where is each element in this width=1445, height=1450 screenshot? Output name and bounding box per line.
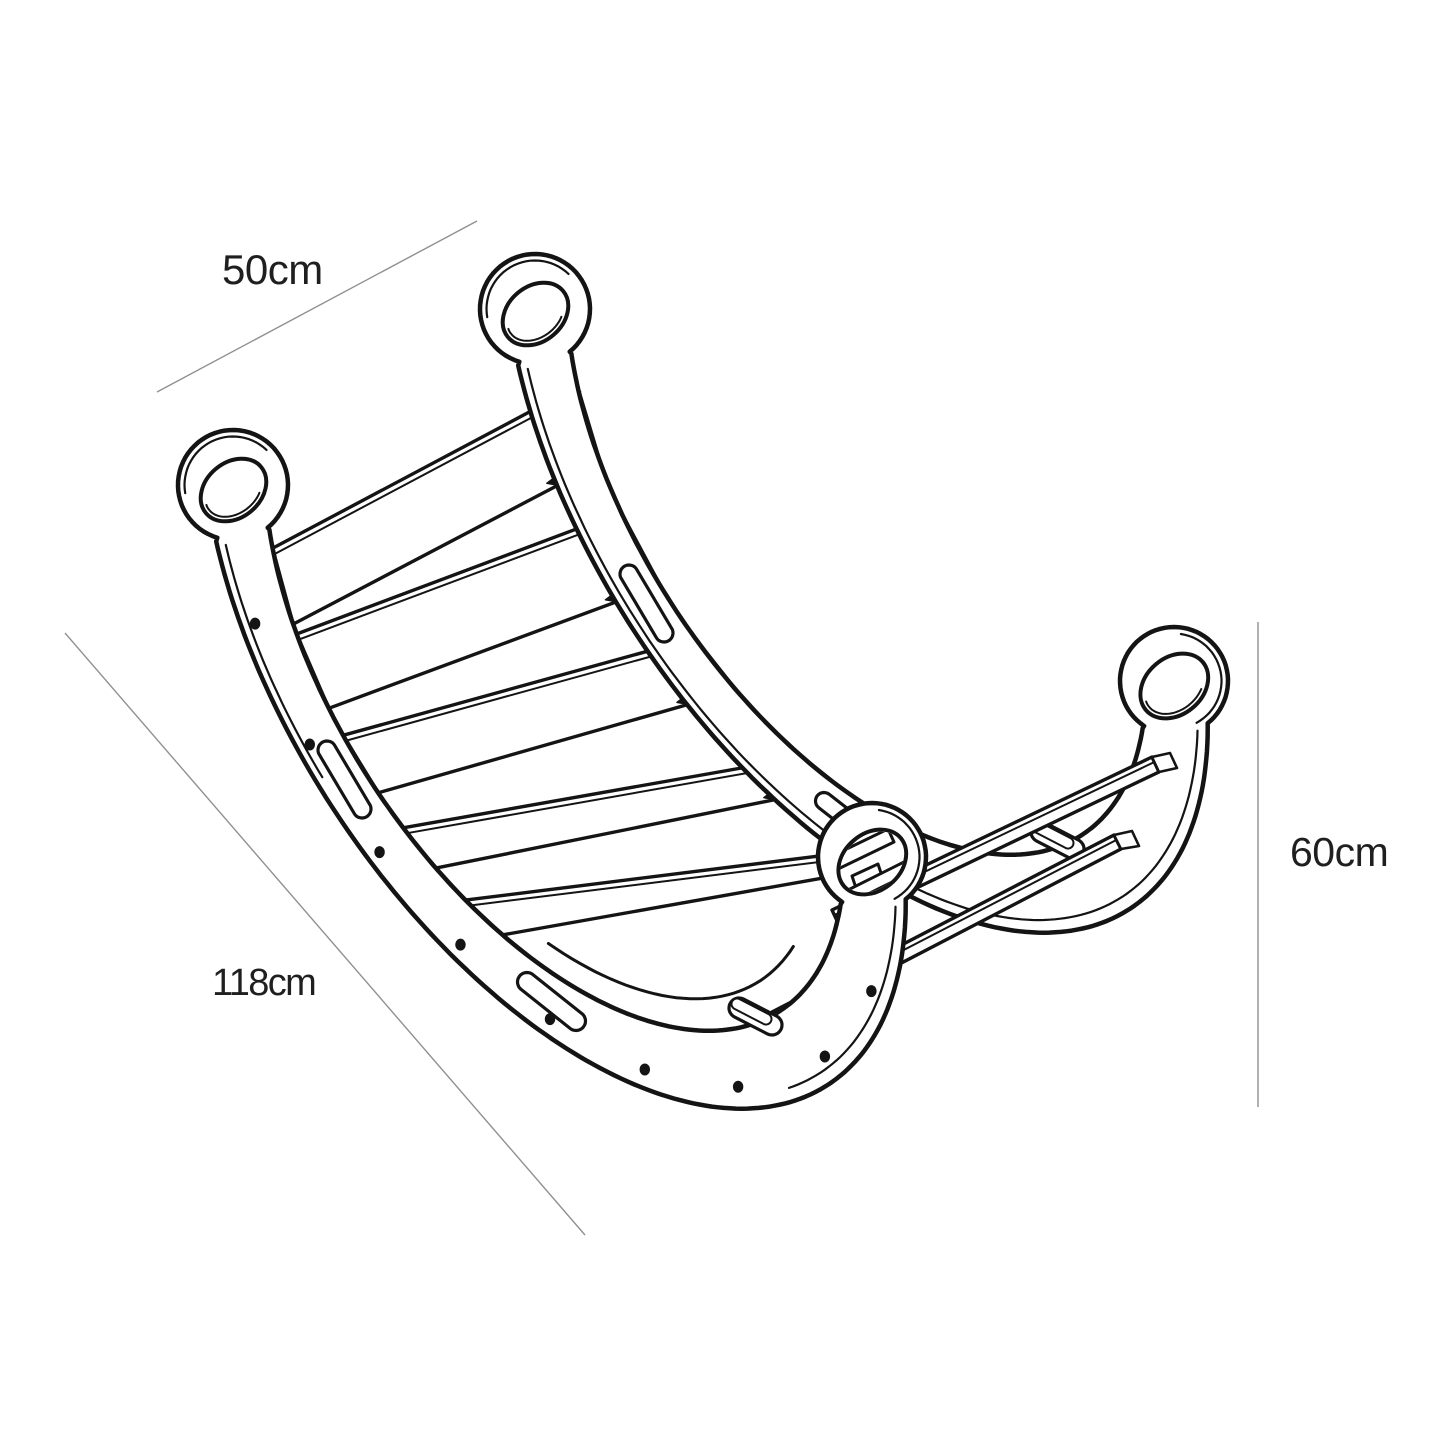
svg-text:118cm: 118cm xyxy=(212,962,315,1004)
svg-text:60cm: 60cm xyxy=(1290,829,1388,875)
svg-text:50cm: 50cm xyxy=(222,246,323,293)
